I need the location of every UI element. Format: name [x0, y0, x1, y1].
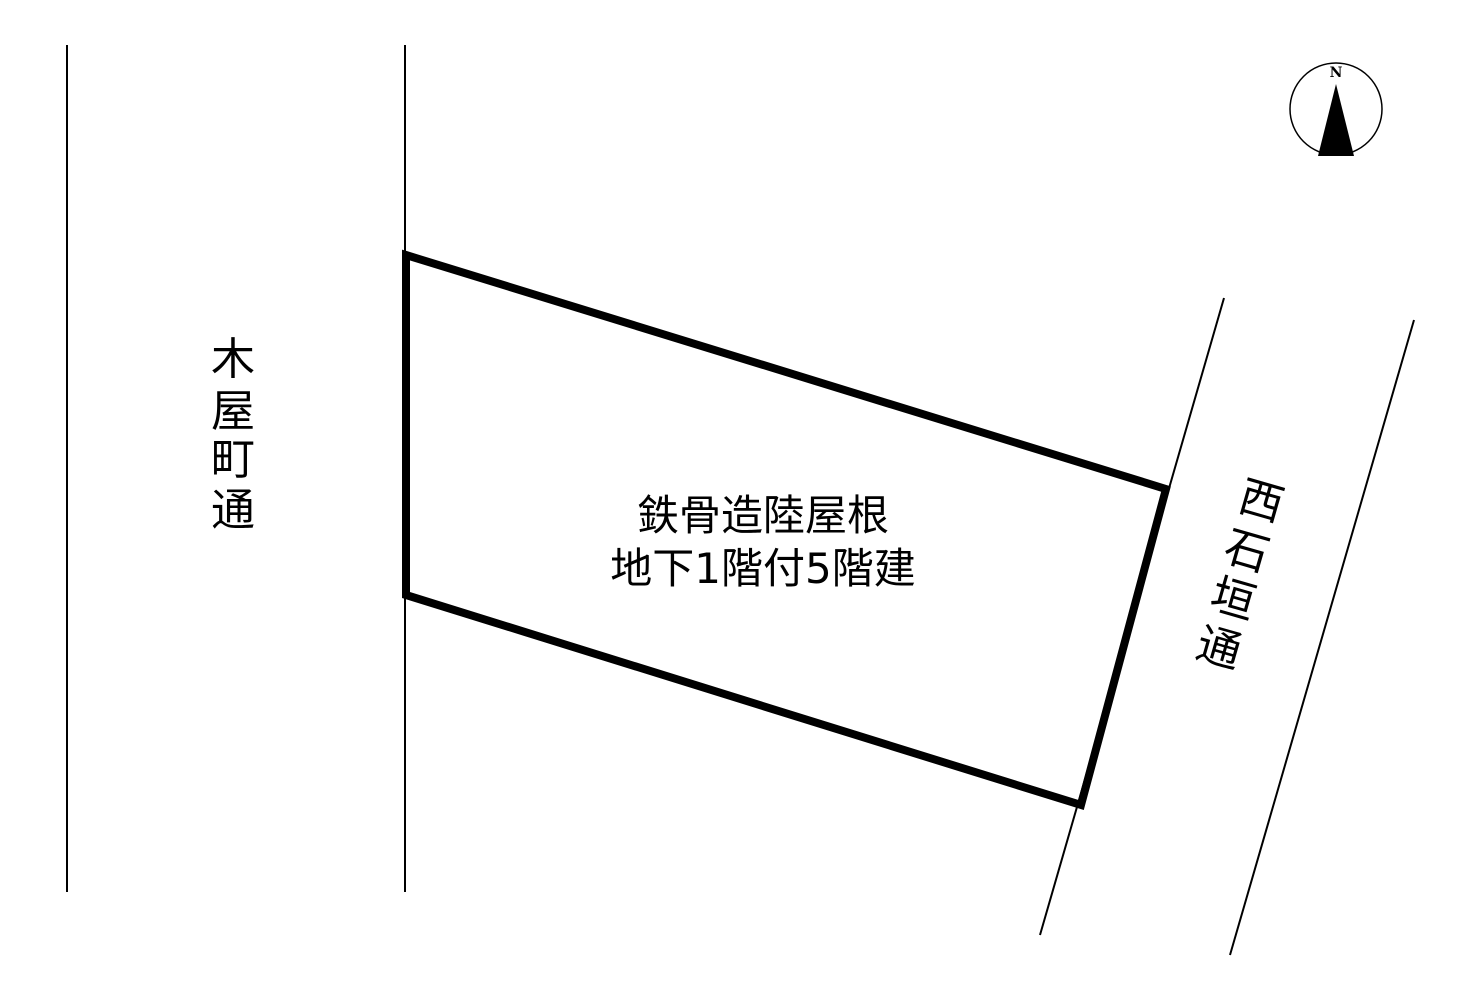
left-street-char: 木 [211, 334, 255, 385]
left-street-char: 通 [211, 485, 255, 536]
left-street-char: 町 [211, 434, 255, 485]
right-street-east-edge [1229, 319, 1415, 956]
north-arrow-icon: N [1289, 62, 1383, 156]
north-label: N [1330, 65, 1343, 81]
right-street-name: 西 石 垣 通 [1191, 471, 1290, 679]
building-structure-label: 鉄骨造陸屋根 [637, 491, 889, 540]
building-floors-label: 地下1階付5階建 [610, 544, 915, 593]
left-street-char: 屋 [211, 386, 255, 437]
right-street-char: 通 [1191, 618, 1247, 679]
compass-needle [1318, 84, 1354, 156]
left-street-name: 木 屋 町 通 [211, 334, 255, 536]
building-plot-outline [402, 249, 1171, 811]
